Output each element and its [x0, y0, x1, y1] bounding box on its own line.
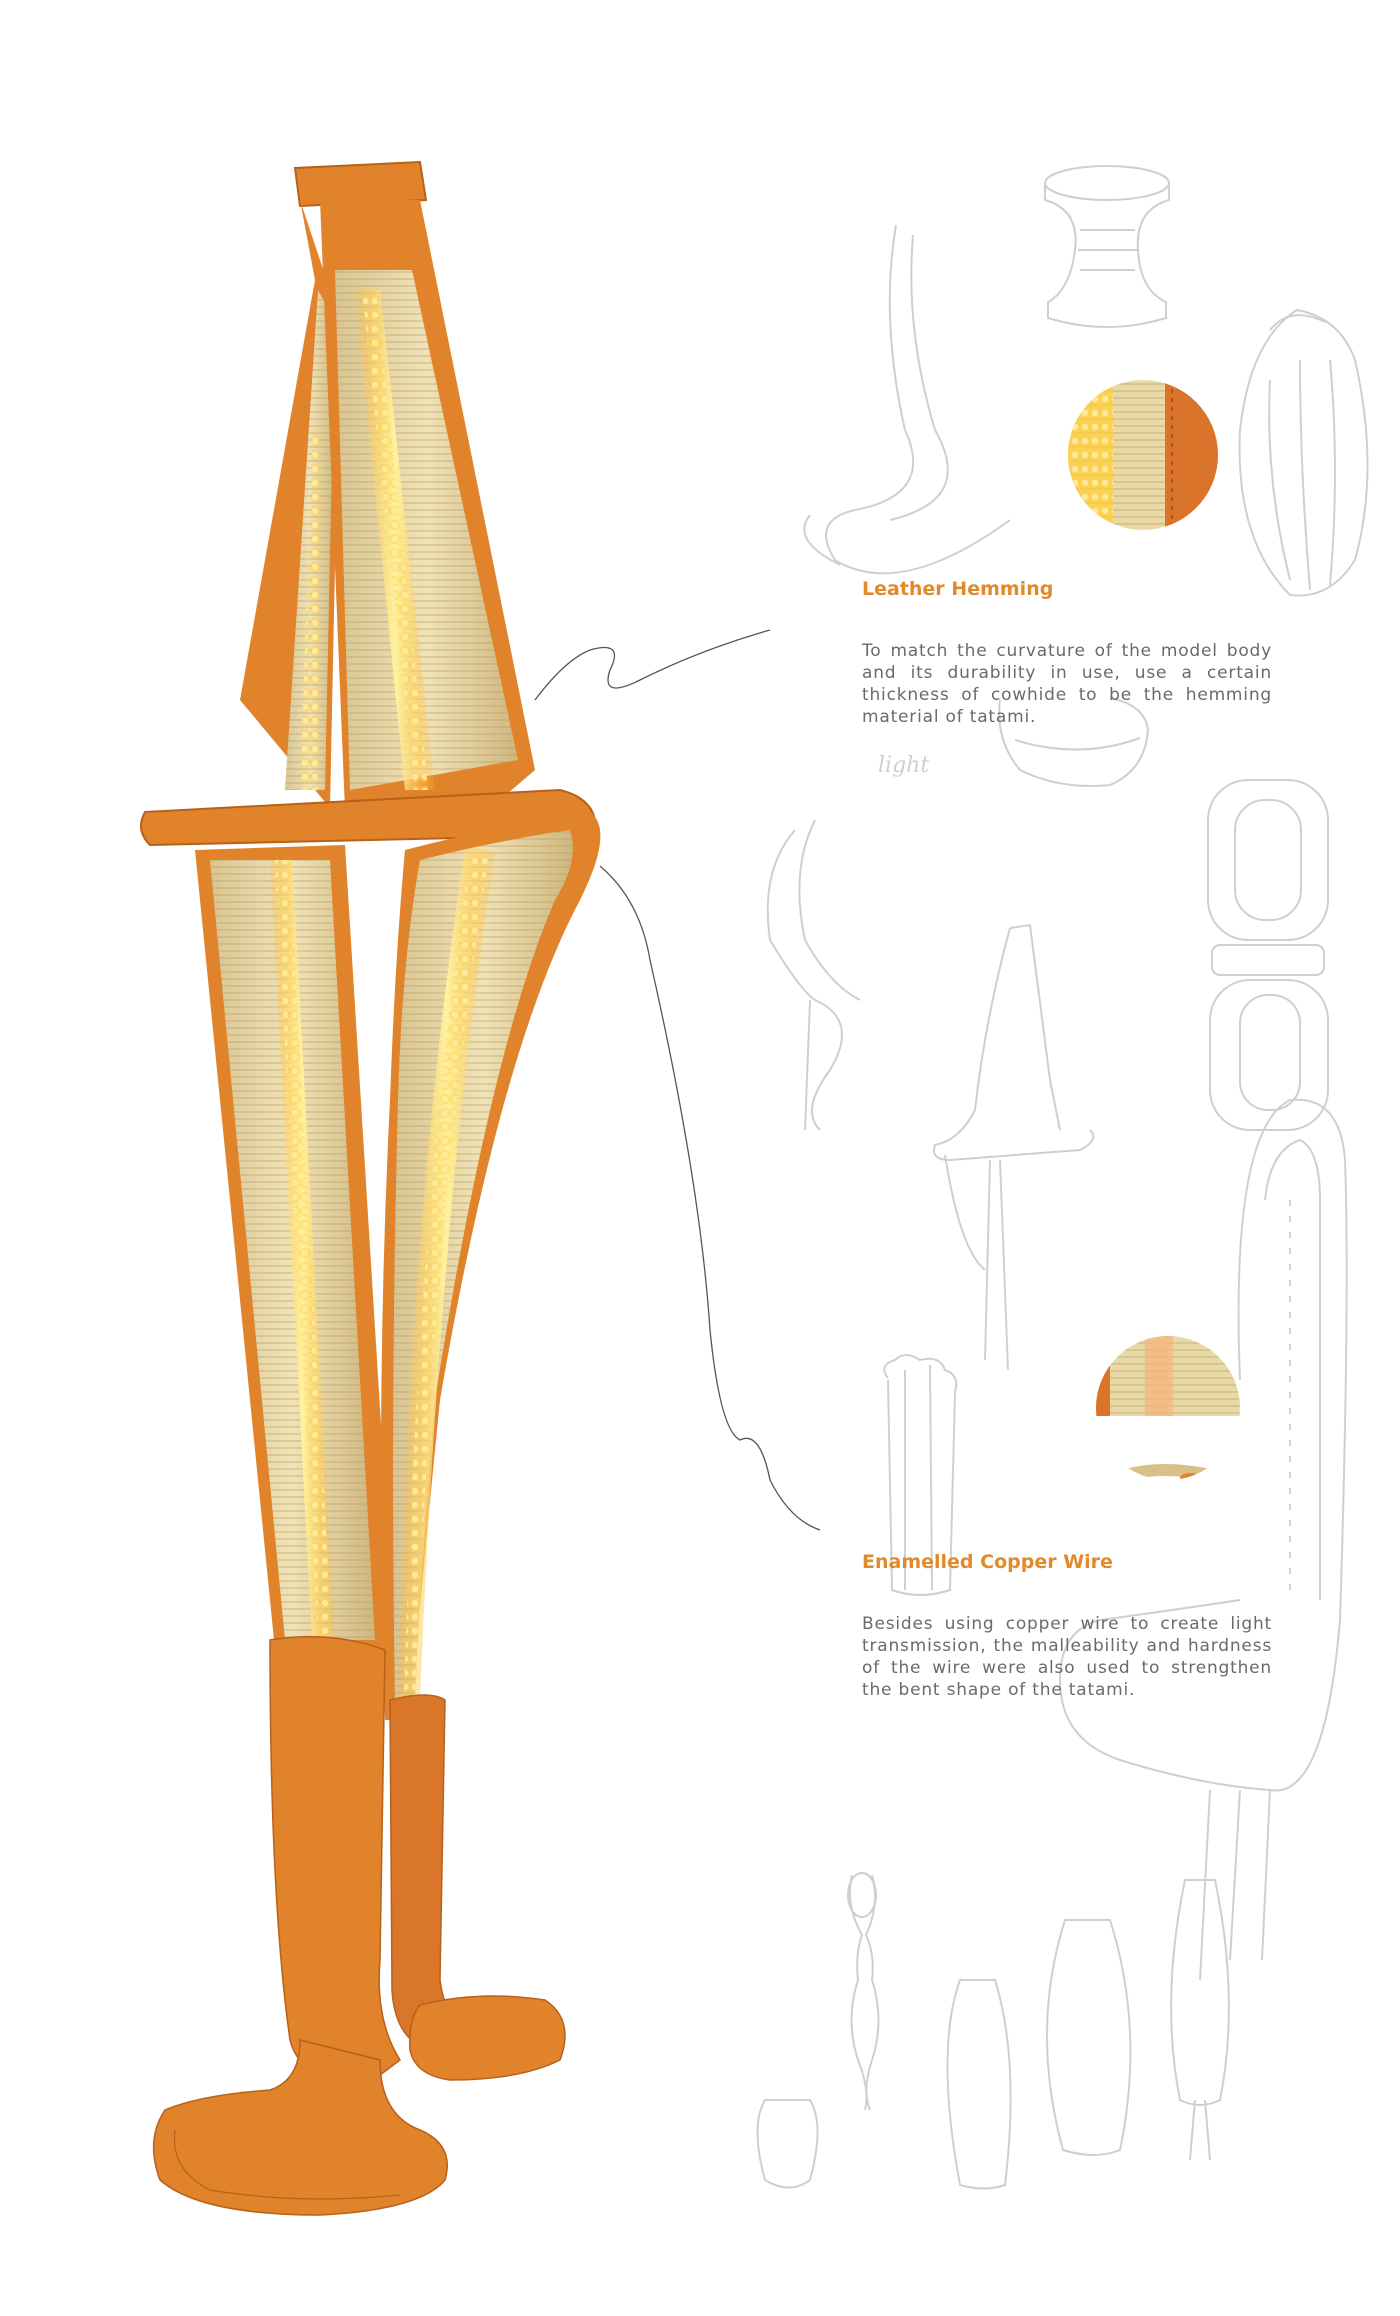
sketch-vase	[1238, 308, 1369, 597]
annotation-enamelled-copper-wire: Enamelled Copper Wire Besides using copp…	[862, 1551, 1272, 1701]
sketch-light-stand	[766, 819, 861, 1131]
sketch-double-lamp	[1207, 779, 1329, 1131]
sketch-clover-column	[883, 1354, 958, 1596]
sketch-cushion	[998, 697, 1150, 787]
background-sketches: light	[756, 165, 1369, 2190]
annotation-title: Leather Hemming	[862, 578, 1054, 600]
annotation-body: To match the curvature of the model body…	[862, 641, 1272, 727]
sketch-tall-lamp	[933, 923, 1095, 1371]
annotation-leather-hemming: Leather Hemming To match the curvature o…	[862, 578, 1272, 728]
sketch-arch-chair	[1058, 1098, 1348, 1981]
annotation-title: Enamelled Copper Wire	[862, 1551, 1113, 1573]
tatami-floor-lamp	[140, 160, 601, 2216]
sketch-note-light: light	[878, 753, 929, 778]
sketch-spool	[1044, 165, 1170, 328]
annotation-body: Besides using copper wire to create ligh…	[862, 1614, 1272, 1700]
detail-circle-hemming	[1068, 380, 1218, 530]
callout-lines	[534, 629, 821, 1531]
sketch-vase-row	[756, 1872, 1230, 2190]
callout-line-hemming	[534, 629, 771, 701]
sketch-bent-panel	[803, 224, 1011, 575]
detail-circle-wire	[1096, 1336, 1246, 1480]
callout-line-wire	[599, 865, 821, 1531]
